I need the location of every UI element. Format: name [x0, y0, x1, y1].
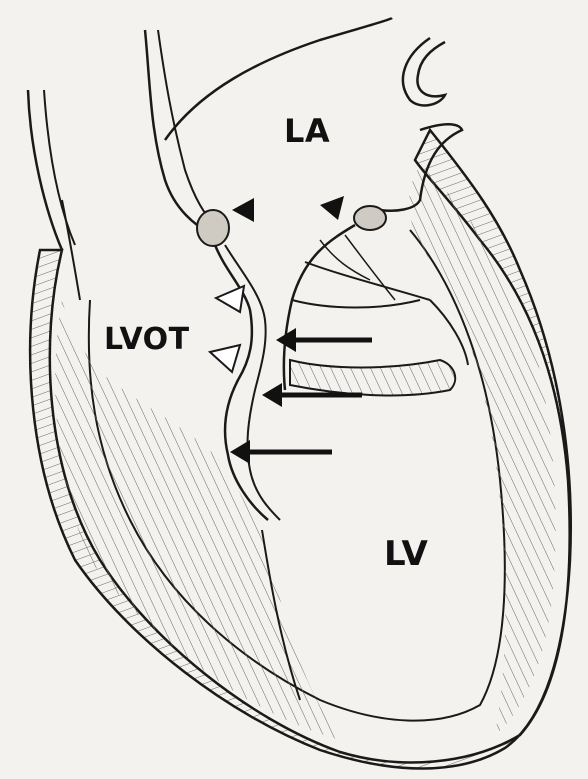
anterior-mitral-leaflet-inner [225, 245, 280, 520]
aorta-left-wall-2 [62, 200, 80, 300]
arrow-3 [230, 440, 332, 464]
open-triangle-marker-2 [210, 345, 240, 372]
papillary-muscle [290, 360, 455, 395]
label-lvot: LVOT [104, 322, 190, 357]
open-triangle-marker-1 [216, 286, 244, 312]
aorta-left-wall-inner [44, 90, 75, 245]
lateral-wall-region [409, 165, 556, 735]
pulmonary-vein [403, 38, 445, 105]
label-left-ventricle: LV [384, 534, 428, 574]
arrowhead-left [232, 198, 254, 222]
chordae-3 [320, 240, 370, 280]
chordae-2 [305, 262, 430, 300]
arrow-1 [276, 328, 372, 352]
chordae-1 [292, 300, 420, 308]
annulus-right [354, 206, 386, 230]
aorta-wall [145, 30, 212, 235]
aorta-wall-inner [158, 30, 215, 225]
chordae-4 [345, 235, 395, 300]
label-left-atrium: LA [284, 112, 330, 150]
annulus-left [197, 210, 229, 246]
arrowhead-right [320, 196, 344, 220]
